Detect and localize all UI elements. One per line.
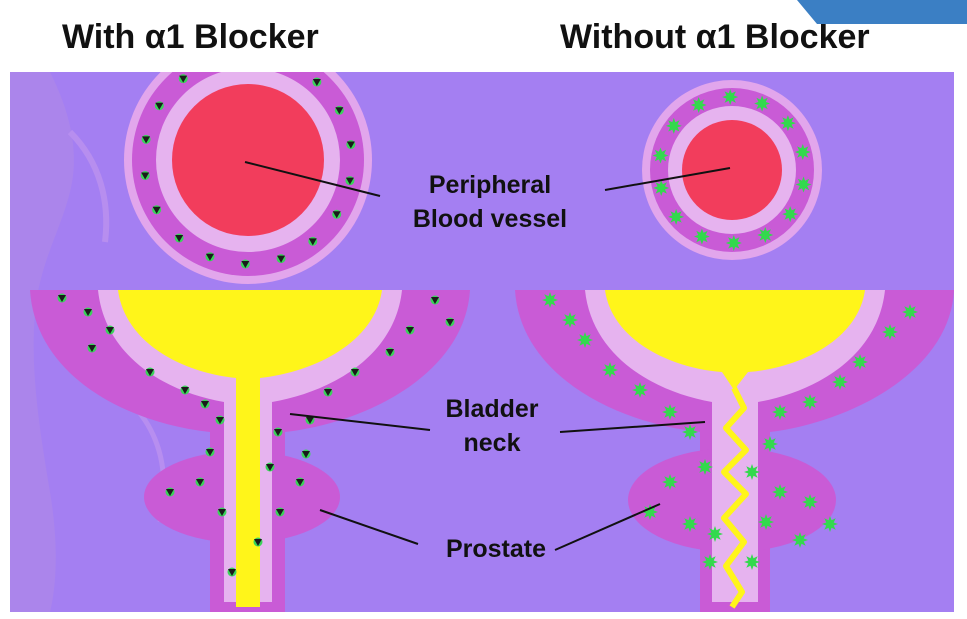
receptor-active (852, 354, 868, 370)
receptor-active (822, 516, 838, 532)
receptor-active (562, 312, 578, 328)
receptor-active (602, 362, 618, 378)
label-bladder-neck: Bladder neck (422, 392, 562, 460)
vessel-without-blocker (642, 80, 822, 260)
label-prostate-text: Prostate (416, 532, 576, 566)
receptor-active (682, 516, 698, 532)
label-bladder-line2: neck (422, 426, 562, 460)
corner-decoration (777, 0, 967, 24)
receptor-active (802, 394, 818, 410)
diagram-canvas (10, 72, 954, 612)
receptor-active (832, 374, 848, 390)
receptor-active (792, 532, 808, 548)
receptor-active (577, 332, 593, 348)
diagram-panel: Peripheral Blood vessel Bladder neck Pro… (10, 72, 954, 612)
receptor-active (697, 459, 713, 475)
receptor-active (702, 554, 718, 570)
receptor-active (744, 464, 760, 480)
receptor-active (882, 324, 898, 340)
receptor-active (772, 404, 788, 420)
receptor-active (802, 494, 818, 510)
receptor-active (762, 436, 778, 452)
label-vessel-line1: Peripheral (380, 168, 600, 202)
receptor-active (662, 474, 678, 490)
receptor-active (902, 304, 918, 320)
receptor-active (662, 404, 678, 420)
label-vessel-line2: Blood vessel (380, 202, 600, 236)
receptor-active (758, 514, 774, 530)
title-with-blocker: With α1 Blocker (62, 18, 319, 57)
receptor-active (682, 424, 698, 440)
receptor-active (632, 382, 648, 398)
label-bladder-line1: Bladder (422, 392, 562, 426)
label-prostate: Prostate (416, 532, 576, 566)
receptor-active (744, 554, 760, 570)
receptor-active (707, 526, 723, 542)
receptor-active (772, 484, 788, 500)
label-vessel: Peripheral Blood vessel (380, 168, 600, 236)
header: With α1 Blocker Without α1 Blocker (0, 0, 967, 72)
receptor-active (542, 292, 558, 308)
